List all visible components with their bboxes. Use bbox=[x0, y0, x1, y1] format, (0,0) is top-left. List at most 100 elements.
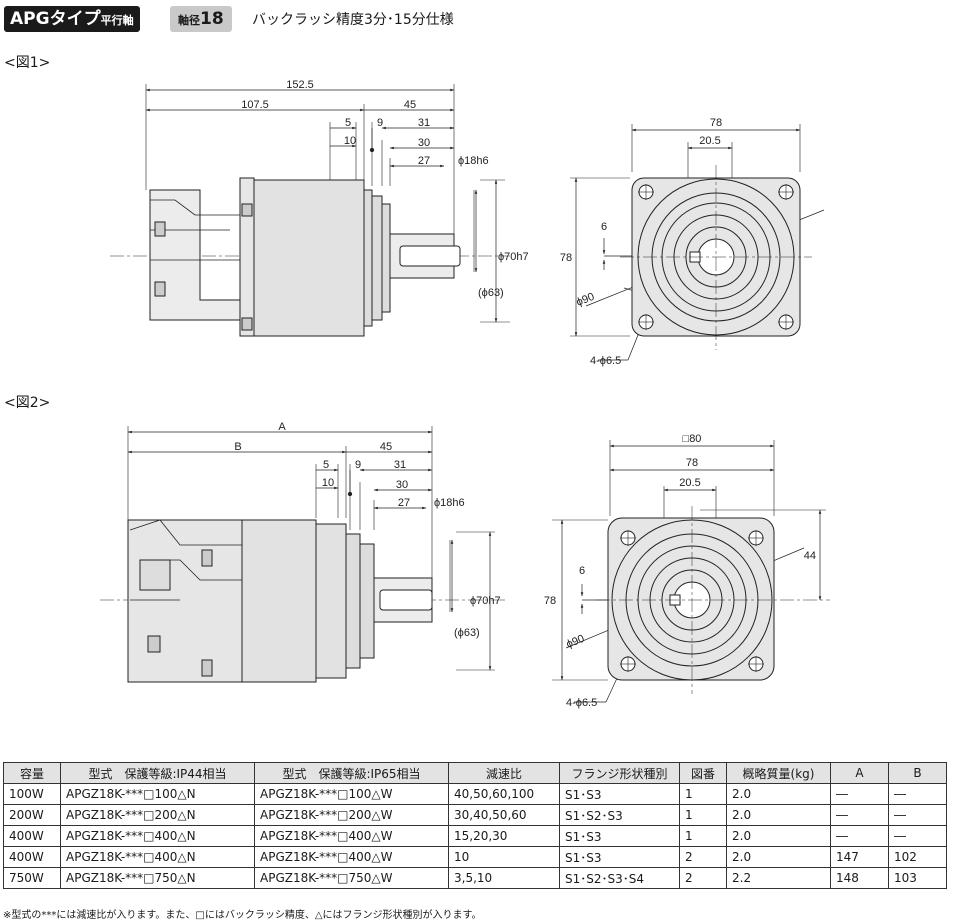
dim-text: 5 bbox=[323, 459, 329, 471]
table-cell: ― bbox=[830, 783, 889, 805]
table-row: 200W APGZ18K-***□200△N APGZ18K-***□200△W… bbox=[3, 804, 947, 826]
table-cell: 2.0 bbox=[726, 783, 831, 805]
dim-text: 45 bbox=[380, 441, 392, 453]
table-cell: 30,40,50,60 bbox=[448, 804, 560, 826]
dim-text: 78 bbox=[686, 457, 698, 469]
dim-text: ϕ90 bbox=[565, 633, 587, 651]
series-subtype: 平行軸 bbox=[100, 14, 134, 27]
figure1-front-view bbox=[570, 124, 825, 361]
table-cell: APGZ18K-***□100△W bbox=[254, 783, 449, 805]
dim-text: B bbox=[234, 441, 241, 453]
table-cell: 15,20,30 bbox=[448, 825, 560, 847]
dim-text: A bbox=[278, 421, 286, 433]
table-cell: 1 bbox=[679, 804, 727, 826]
figure2-label: <図2> bbox=[4, 395, 51, 411]
dim-text: ϕ70h7 bbox=[498, 251, 529, 263]
dim-text: 78 bbox=[710, 117, 722, 129]
table-cell: 200W bbox=[3, 804, 61, 826]
table-cell: 100W bbox=[3, 783, 61, 805]
table-cell: 2.0 bbox=[726, 846, 831, 868]
shaft-prefix: 軸径 bbox=[178, 14, 200, 27]
table-cell: 103 bbox=[888, 867, 947, 889]
table-cell: APGZ18K-***□400△N bbox=[60, 825, 255, 847]
dim-text: (ϕ63) bbox=[454, 627, 480, 639]
dim-text: 6 bbox=[579, 565, 585, 577]
table-cell: 1 bbox=[679, 825, 727, 847]
column-header: 減速比 bbox=[448, 762, 560, 784]
dim-text: 107.5 bbox=[241, 99, 269, 111]
figure1-side-dims-text: 152.5 107.5 45 5 9 31 10 30 27 ϕ18h6 ϕ70… bbox=[241, 79, 528, 299]
table-cell: 1 bbox=[679, 783, 727, 805]
table-cell: ― bbox=[888, 783, 947, 805]
table-cell: 2.2 bbox=[726, 867, 831, 889]
table-cell: 2 bbox=[679, 846, 727, 868]
column-header: 容量 bbox=[3, 762, 61, 784]
dim-text: 20.5 bbox=[679, 477, 700, 489]
dim-text: ϕ18h6 bbox=[434, 497, 465, 509]
column-header: 型式 保護等級:IP44相当 bbox=[60, 762, 255, 784]
table-row: 100W APGZ18K-***□100△N APGZ18K-***□100△W… bbox=[3, 783, 947, 805]
table-cell: APGZ18K-***□400△N bbox=[60, 846, 255, 868]
table-cell: 3,5,10 bbox=[448, 867, 560, 889]
spec-description: バックラッシ精度3分･15分仕様 bbox=[252, 12, 454, 28]
dim-text: 5 bbox=[345, 117, 351, 129]
dim-text: 78 bbox=[560, 252, 572, 264]
table-cell: S1･S3 bbox=[559, 846, 680, 868]
dim-text: 6 bbox=[601, 221, 607, 233]
dim-text: 31 bbox=[418, 117, 430, 129]
column-header: 概略質量(kg) bbox=[726, 762, 831, 784]
table-cell: 2 bbox=[679, 867, 727, 889]
dim-text: 10 bbox=[322, 477, 334, 489]
column-header: B bbox=[888, 762, 947, 784]
table-cell: APGZ18K-***□400△W bbox=[254, 846, 449, 868]
table-row: 750W APGZ18K-***□750△N APGZ18K-***□750△W… bbox=[3, 867, 947, 889]
table-cell: 400W bbox=[3, 825, 61, 847]
table-cell: APGZ18K-***□750△N bbox=[60, 867, 255, 889]
dim-text: ϕ70h7 bbox=[470, 595, 501, 607]
shaft-size-badge: 軸径18 bbox=[170, 6, 232, 32]
table-cell: 400W bbox=[3, 846, 61, 868]
dim-text: 4-ϕ6.5 bbox=[566, 697, 597, 709]
series-badge: APGタイプ平行軸 bbox=[4, 6, 140, 32]
spec-table-wrap: 容量 型式 保護等級:IP44相当 型式 保護等級:IP65相当 減速比 フラン… bbox=[3, 762, 947, 889]
figure2-side-dims-text: A B 45 5 9 31 10 30 27 ϕ18h6 ϕ70h7 (ϕ63) bbox=[234, 421, 500, 639]
figure1-side-view bbox=[110, 84, 510, 337]
table-cell: 10 bbox=[448, 846, 560, 868]
table-cell: 147 bbox=[830, 846, 889, 868]
table-cell: S1･S2･S3 bbox=[559, 804, 680, 826]
table-row: 400W APGZ18K-***□400△N APGZ18K-***□400△W… bbox=[3, 825, 947, 847]
table-cell: ― bbox=[888, 804, 947, 826]
shaft-size: 18 bbox=[200, 9, 224, 29]
table-cell: APGZ18K-***□100△N bbox=[60, 783, 255, 805]
table-cell: APGZ18K-***□200△W bbox=[254, 804, 449, 826]
column-header: 型式 保護等級:IP65相当 bbox=[254, 762, 449, 784]
table-cell: APGZ18K-***□750△W bbox=[254, 867, 449, 889]
table-cell: S1･S3 bbox=[559, 783, 680, 805]
table-cell: ― bbox=[830, 804, 889, 826]
table-footnote: ※型式の***には減速比が入ります。また、□にはバックラッシ精度、△にはフランジ… bbox=[3, 910, 482, 921]
series-header: APGタイプ平行軸 軸径18 バックラッシ精度3分･15分仕様 bbox=[0, 0, 953, 36]
series-name: APGタイプ bbox=[10, 9, 101, 29]
dim-text: 44 bbox=[804, 550, 816, 562]
table-cell: ― bbox=[830, 825, 889, 847]
table-cell: APGZ18K-***□200△N bbox=[60, 804, 255, 826]
dim-text: 10 bbox=[344, 135, 356, 147]
dim-text: 78 bbox=[544, 595, 556, 607]
table-row: 400W APGZ18K-***□400△N APGZ18K-***□400△W… bbox=[3, 846, 947, 868]
table-cell: APGZ18K-***□400△W bbox=[254, 825, 449, 847]
column-header: 図番 bbox=[679, 762, 727, 784]
dim-text: 27 bbox=[418, 155, 430, 167]
table-cell: S1･S3 bbox=[559, 825, 680, 847]
table-cell: 40,50,60,100 bbox=[448, 783, 560, 805]
table-cell: 102 bbox=[888, 846, 947, 868]
dim-text: ϕ90 bbox=[575, 291, 597, 309]
dim-text: 31 bbox=[394, 459, 406, 471]
dim-text: 9 bbox=[355, 459, 361, 471]
table-cell: S1･S2･S3･S4 bbox=[559, 867, 680, 889]
figure2-side-view bbox=[100, 426, 505, 683]
dim-text: 27 bbox=[398, 497, 410, 509]
figure2-front-view bbox=[552, 440, 830, 703]
dim-text: (ϕ63) bbox=[478, 287, 504, 299]
dim-text: ϕ18h6 bbox=[458, 155, 489, 167]
table-cell: ― bbox=[888, 825, 947, 847]
